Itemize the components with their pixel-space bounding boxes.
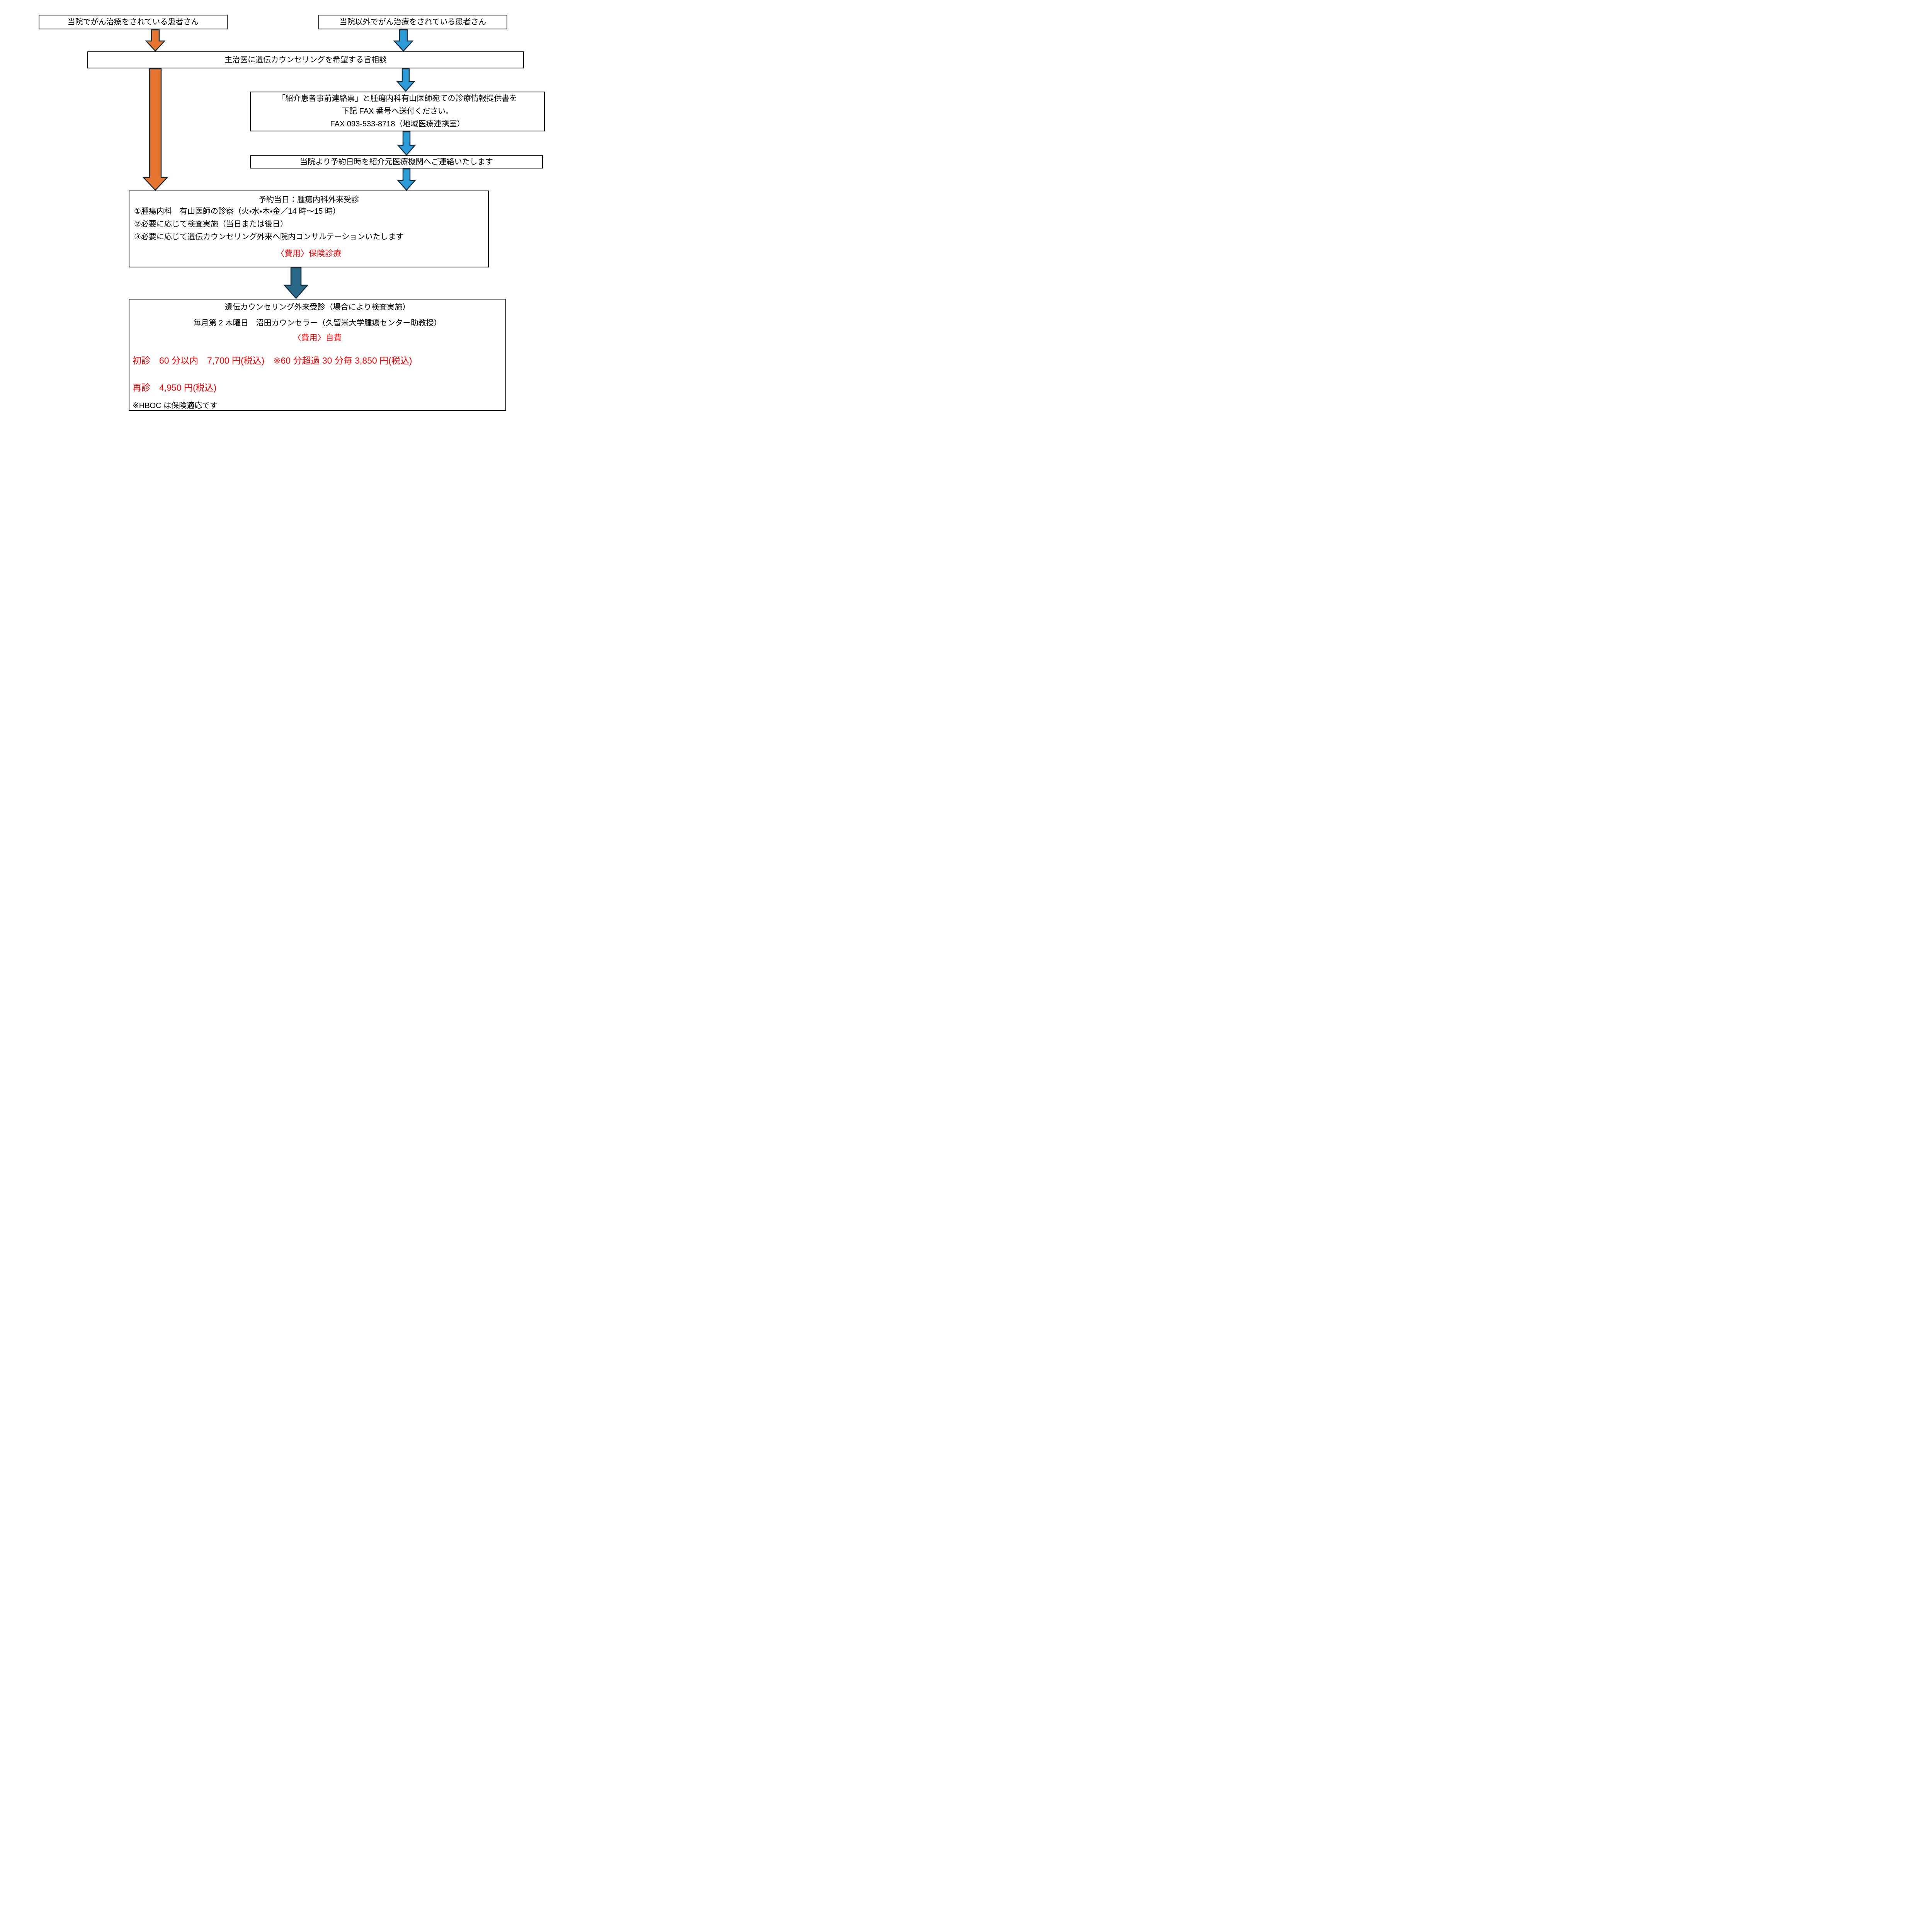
counseling-visit-line1: 遺伝カウンセリング外来受診（場合により検査実施） xyxy=(224,303,410,311)
arrow-down-steel-to-counseling-icon xyxy=(284,267,308,299)
oncology-visit-title: 予約当日：腫瘍内科外来受診 xyxy=(259,196,359,204)
arrow-down-orange-short-icon xyxy=(145,29,165,51)
arrow-down-blue-to-fax-icon xyxy=(396,68,415,92)
counseling-visit-fee-first: 初診 60 分以内 7,700 円(税込) ※60 分超過 30 分毎 3,85… xyxy=(133,356,412,366)
box-oncology-visit: 予約当日：腫瘍内科外来受診 ①腫瘍内科 有山医師の診察（火・水・木・金／14 時… xyxy=(129,191,489,267)
arrow-shape xyxy=(396,68,415,92)
arrow-down-blue-to-visit-icon xyxy=(397,168,416,191)
arrow-shape xyxy=(393,29,413,51)
arrow-down-blue-to-notify-icon xyxy=(397,131,416,155)
oncology-visit-item1: ①腫瘍内科 有山医師の診察（火・水・木・金／14 時～15 時） xyxy=(134,207,340,216)
oncology-visit-item2: ②必要に応じて検査実施（当日または後日） xyxy=(134,220,288,228)
arrow-shape xyxy=(145,29,165,51)
arrow-down-blue-short-icon xyxy=(393,29,413,51)
box-patient-elsewhere-label: 当院以外でがん治療をされている患者さん xyxy=(339,17,486,26)
arrow-shape xyxy=(397,131,416,155)
counseling-visit-line2: 毎月第 2 木曜日 沼田カウンセラー（久留米大学腫瘍センター助教授） xyxy=(193,319,442,327)
fax-referral-line3: FAX 093-533-8718（地域医療連携室） xyxy=(330,120,465,128)
flowchart-canvas: 当院でがん治療をされている患者さん 当院以外でがん治療をされている患者さん 主治… xyxy=(0,0,598,422)
counseling-visit-note: ※HBOC は保険適応です xyxy=(133,402,218,410)
counseling-visit-cost: 〈費用〉自費 xyxy=(293,334,342,342)
box-consult-doctor: 主治医に遺伝カウンセリングを希望する旨相談 xyxy=(87,51,524,68)
counseling-visit-fee-revisit: 再診 4,950 円(税込) xyxy=(133,383,217,393)
box-consult-doctor-label: 主治医に遺伝カウンセリングを希望する旨相談 xyxy=(224,55,387,64)
box-notify-datetime: 当院より予約日時を紹介元医療機関へご連絡いたします xyxy=(250,155,543,168)
arrow-shape xyxy=(284,267,308,299)
fax-referral-line2: 下記 FAX 番号へ送付ください。 xyxy=(342,107,453,116)
oncology-visit-cost: 〈費用〉保険診療 xyxy=(276,249,341,258)
box-fax-referral: 「紹介患者事前連絡票」と腫瘍内科有山医師宛ての診療情報提供書を 下記 FAX 番… xyxy=(250,92,545,131)
box-notify-datetime-label: 当院より予約日時を紹介元医療機関へご連絡いたします xyxy=(300,157,493,166)
box-patient-here: 当院でがん治療をされている患者さん xyxy=(39,15,228,29)
arrow-down-orange-long-icon xyxy=(143,68,168,191)
box-patient-elsewhere: 当院以外でがん治療をされている患者さん xyxy=(318,15,507,29)
box-counseling-visit: 遺伝カウンセリング外来受診（場合により検査実施） 毎月第 2 木曜日 沼田カウン… xyxy=(129,299,506,411)
oncology-visit-item3: ③必要に応じて遺伝カウンセリング外来へ院内コンサルテーションいたします xyxy=(134,233,404,241)
arrow-shape xyxy=(143,68,168,191)
arrow-shape xyxy=(397,168,416,191)
fax-referral-line1: 「紹介患者事前連絡票」と腫瘍内科有山医師宛ての診療情報提供書を xyxy=(277,94,517,103)
box-patient-here-label: 当院でがん治療をされている患者さん xyxy=(67,17,199,26)
